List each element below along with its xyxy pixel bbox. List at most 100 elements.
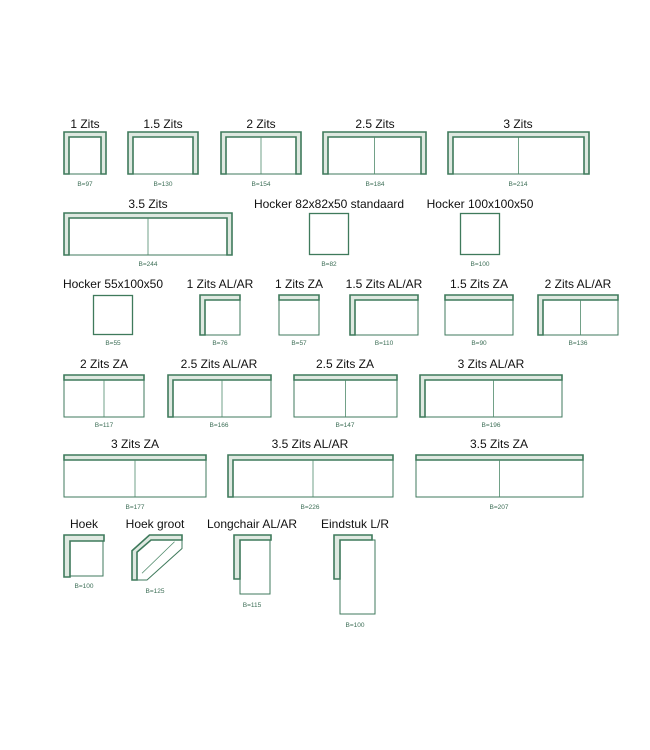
sofa-drawing bbox=[537, 294, 619, 336]
seat-cushion bbox=[204, 299, 241, 336]
sofa-drawing bbox=[233, 534, 272, 595]
sofa-drawing bbox=[459, 212, 501, 256]
backrest-frame bbox=[63, 534, 105, 578]
backrest-frame bbox=[63, 212, 233, 256]
sofa-drawing bbox=[63, 534, 105, 578]
seat-cushion bbox=[278, 299, 320, 336]
module-label: 1.5 Zits ZA bbox=[449, 277, 509, 291]
seat-cushion bbox=[132, 136, 194, 175]
sofa-drawing bbox=[333, 534, 376, 615]
module-label: 2.5 Zits bbox=[355, 117, 395, 131]
seat-cushion bbox=[354, 299, 419, 336]
module-label: 2.5 Zits AL/AR bbox=[180, 357, 258, 371]
module-label: 3 Zits AL/AR bbox=[457, 357, 525, 371]
module-label: 1.5 Zits bbox=[143, 117, 183, 131]
module-label: 3 Zits bbox=[503, 117, 533, 131]
hocker-outline bbox=[459, 212, 501, 256]
module-label: 2 Zits bbox=[246, 117, 276, 131]
sofa-drawing bbox=[167, 374, 272, 418]
backrest-frame bbox=[227, 454, 394, 498]
backrest-frame bbox=[447, 131, 590, 175]
sofa-drawing bbox=[199, 294, 241, 336]
width-dimension: B=244 bbox=[138, 261, 158, 268]
module-label: Hoek groot bbox=[125, 517, 185, 531]
module-label: 1 Zits ZA bbox=[274, 277, 324, 291]
backrest-frame bbox=[349, 294, 419, 336]
sofa-drawing bbox=[447, 131, 590, 175]
module-label: Hocker 100x100x50 bbox=[426, 197, 534, 211]
width-dimension: B=226 bbox=[300, 504, 320, 511]
sofa-drawing bbox=[63, 374, 145, 418]
seat-cushion bbox=[339, 539, 376, 615]
width-dimension: B=100 bbox=[345, 622, 365, 629]
sofa-drawing bbox=[131, 534, 183, 581]
sofa-drawing bbox=[322, 131, 427, 175]
width-dimension: B=154 bbox=[251, 181, 271, 188]
backrest-frame bbox=[537, 294, 619, 336]
width-dimension: B=82 bbox=[321, 261, 337, 268]
width-dimension: B=110 bbox=[374, 340, 394, 347]
width-dimension: B=97 bbox=[77, 181, 93, 188]
seat-cushion bbox=[69, 540, 104, 577]
width-dimension: B=136 bbox=[568, 340, 588, 347]
sofa-drawing bbox=[127, 131, 199, 175]
module-label: Eindstuk L/R bbox=[320, 517, 390, 531]
width-dimension: B=76 bbox=[212, 340, 228, 347]
width-dimension: B=100 bbox=[74, 583, 94, 590]
module-label: Hocker 82x82x50 standaard bbox=[253, 197, 405, 211]
backrest-frame bbox=[63, 454, 207, 461]
width-dimension: B=57 bbox=[291, 340, 307, 347]
width-dimension: B=147 bbox=[335, 422, 355, 429]
backrest-frame bbox=[333, 534, 373, 580]
sofa-drawing bbox=[308, 212, 350, 256]
module-label: Longchair AL/AR bbox=[206, 517, 298, 531]
sofa-drawing bbox=[293, 374, 398, 418]
width-dimension: B=214 bbox=[508, 181, 528, 188]
backrest-frame bbox=[233, 534, 272, 580]
module-label: 1 Zits bbox=[70, 117, 100, 131]
seat-cushion bbox=[444, 299, 514, 336]
sofa-drawing bbox=[415, 454, 584, 498]
module-label: Hocker 55x100x50 bbox=[62, 277, 164, 291]
module-label: 3.5 Zits bbox=[128, 197, 168, 211]
width-dimension: B=100 bbox=[470, 261, 490, 268]
seat-divider bbox=[141, 541, 175, 574]
seat-cushion bbox=[68, 136, 102, 175]
width-dimension: B=196 bbox=[481, 422, 501, 429]
backrest-frame bbox=[220, 131, 302, 175]
width-dimension: B=166 bbox=[209, 422, 229, 429]
backrest-frame bbox=[167, 374, 272, 418]
hocker-outline bbox=[308, 212, 350, 256]
backrest-frame bbox=[322, 131, 427, 175]
seat-cushion bbox=[239, 539, 271, 595]
module-label: 2 Zits AL/AR bbox=[544, 277, 612, 291]
sofa-drawing bbox=[63, 131, 107, 175]
module-label: 1 Zits AL/AR bbox=[186, 277, 254, 291]
sofa-drawing bbox=[419, 374, 563, 418]
module-label: Hoek bbox=[69, 517, 99, 531]
width-dimension: B=117 bbox=[94, 422, 114, 429]
width-dimension: B=90 bbox=[471, 340, 487, 347]
sofa-drawing bbox=[227, 454, 394, 498]
backrest-frame bbox=[278, 294, 320, 301]
width-dimension: B=115 bbox=[242, 602, 262, 609]
backrest-frame bbox=[444, 294, 514, 301]
module-label: 3.5 Zits AL/AR bbox=[271, 437, 349, 451]
backrest-frame bbox=[63, 131, 107, 175]
sofa-drawing bbox=[444, 294, 514, 336]
width-dimension: B=125 bbox=[145, 588, 165, 595]
backrest-frame bbox=[127, 131, 199, 175]
backrest-frame bbox=[293, 374, 398, 381]
sofa-drawing bbox=[349, 294, 419, 336]
module-label: 1.5 Zits AL/AR bbox=[345, 277, 423, 291]
module-label: 2 Zits ZA bbox=[79, 357, 129, 371]
backrest-frame bbox=[131, 534, 183, 581]
hocker-outline bbox=[92, 294, 134, 336]
width-dimension: B=177 bbox=[125, 504, 145, 511]
sofa-drawing bbox=[278, 294, 320, 336]
module-label: 3.5 Zits ZA bbox=[469, 437, 529, 451]
backrest-frame bbox=[199, 294, 241, 336]
width-dimension: B=130 bbox=[153, 181, 173, 188]
width-dimension: B=207 bbox=[489, 504, 509, 511]
sofa-drawing bbox=[220, 131, 302, 175]
